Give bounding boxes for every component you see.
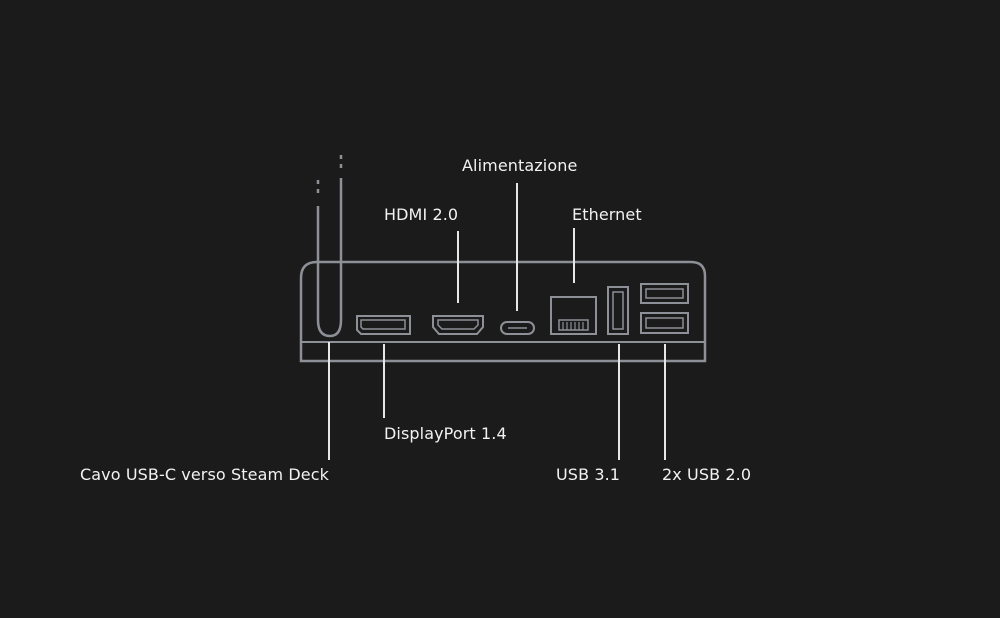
- label-ethernet: Ethernet: [572, 205, 642, 224]
- label-usb31: USB 3.1: [556, 465, 621, 484]
- displayport-port-icon: [356, 315, 411, 335]
- label-power: Alimentazione: [462, 156, 578, 175]
- displayport-port-inner: [360, 319, 406, 330]
- label-usb-c-cable: Cavo USB-C verso Steam Deck: [80, 465, 329, 484]
- usb31-port-icon: [607, 286, 629, 335]
- power-port-icon: [500, 321, 535, 335]
- hdmi-port-inner: [437, 319, 479, 330]
- usb-c-cable: [316, 178, 343, 338]
- label-displayport: DisplayPort 1.4: [384, 424, 507, 443]
- usb20-ports-icon: [640, 283, 689, 334]
- label-usb20: 2x USB 2.0: [662, 465, 752, 484]
- ethernet-port-icon: [550, 296, 597, 335]
- hdmi-port-icon: [432, 315, 484, 335]
- dock-body: [299, 260, 707, 363]
- label-hdmi: HDMI 2.0: [384, 205, 459, 224]
